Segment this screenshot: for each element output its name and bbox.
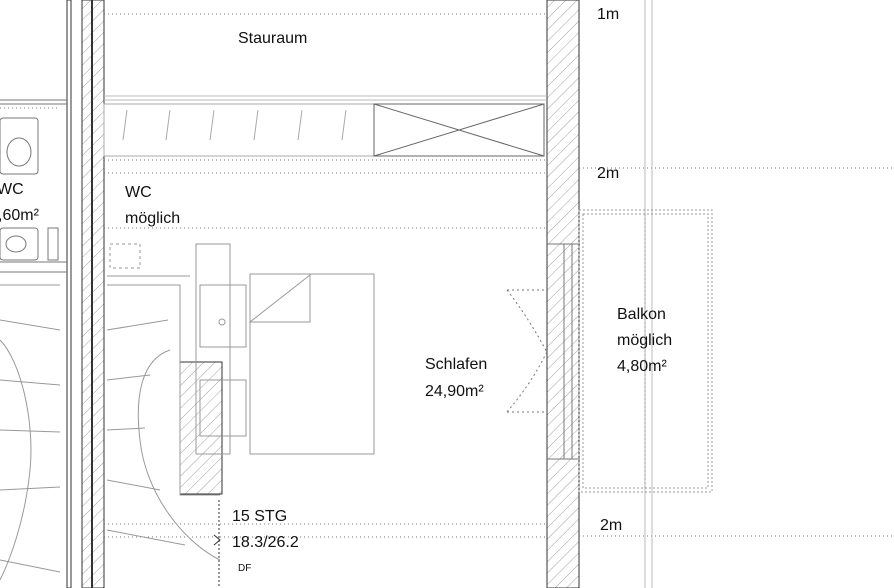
balcony-name: Balkon — [617, 306, 666, 323]
height-2m-label: 2m — [597, 165, 620, 182]
chimney — [179, 361, 223, 495]
wc-optional-note: möglich — [125, 210, 181, 227]
balcony-area: 4,80m² — [617, 358, 667, 375]
stairs-code: DF — [238, 563, 252, 574]
height-1m-label: 1m — [597, 6, 620, 23]
wc-left-name: WC — [0, 181, 24, 198]
balcony-outline — [578, 209, 713, 493]
balcony-door — [506, 243, 580, 460]
bedroom-area: 24,90m² — [425, 383, 484, 400]
stairs-steps: 15 STG — [232, 508, 288, 525]
stairs-ratio: 18.3/26.2 — [232, 534, 299, 551]
bed — [195, 243, 375, 455]
height-2m-bottom-label: 2m — [600, 517, 623, 534]
storage-label: Stauraum — [238, 30, 308, 47]
bedroom-name: Schlafen — [425, 356, 488, 373]
wall-left-thin — [66, 0, 72, 588]
wall-right — [546, 0, 580, 588]
wc-left-area: ,60m² — [0, 207, 39, 224]
wc-optional-name: WC — [125, 184, 152, 201]
stairs — [0, 275, 221, 581]
cabinet — [103, 103, 375, 157]
crossed-box — [373, 103, 545, 157]
wc-fixtures — [0, 99, 67, 273]
balcony-note: möglich — [617, 332, 673, 349]
